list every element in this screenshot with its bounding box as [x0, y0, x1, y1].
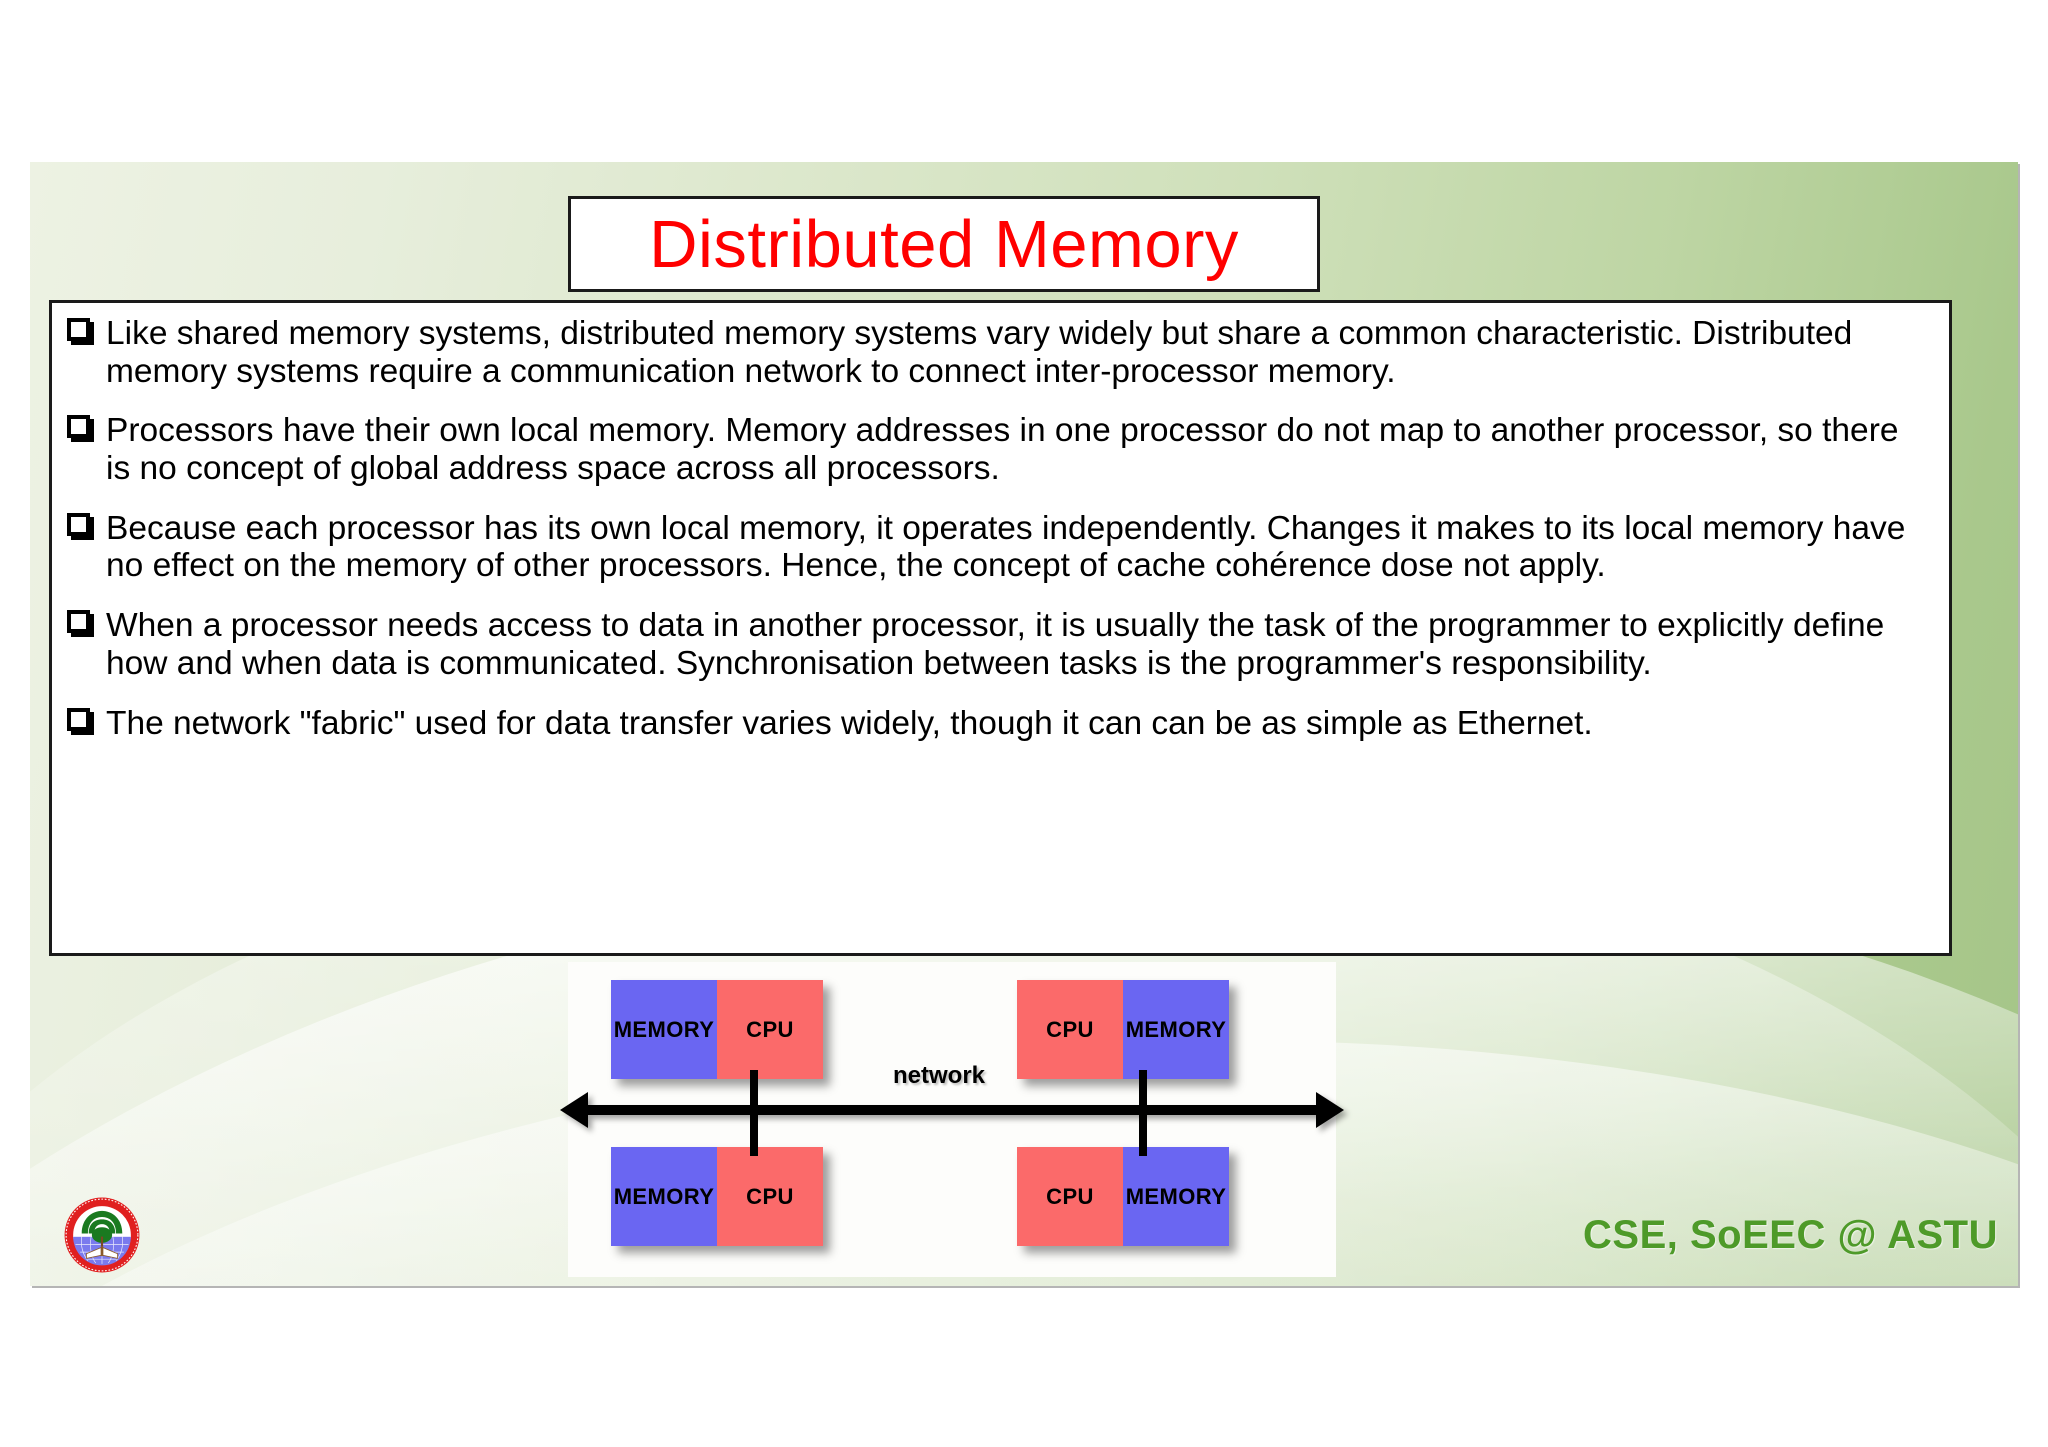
memory-block: MEMORY [611, 1147, 717, 1246]
list-item: The network "fabric" used for data trans… [62, 705, 1931, 743]
cpu-block: CPU [1017, 1147, 1123, 1246]
page-title: Distributed Memory [649, 206, 1239, 282]
list-item-text: Processors have their own local memory. … [106, 412, 1899, 488]
hollow-square-bullet-icon [67, 415, 90, 439]
list-item-text: The network "fabric" used for data trans… [106, 704, 1593, 742]
list-item-text: Like shared memory systems, distributed … [106, 315, 1853, 390]
list-item-text: When a processor needs access to data in… [106, 607, 1885, 682]
list-item: Because each processor has its own local… [62, 510, 1931, 585]
footer-department-label: CSE, SoEEC @ ASTU [1583, 1213, 1998, 1257]
list-item: When a processor needs access to data in… [62, 607, 1931, 682]
slide-content-box: Like shared memory systems, distributed … [49, 300, 1952, 956]
hollow-square-bullet-icon [67, 610, 90, 634]
list-item: Like shared memory systems, distributed … [62, 315, 1931, 390]
cpu-block: CPU [717, 1147, 823, 1246]
slide-title-box: Distributed Memory [568, 196, 1320, 292]
cpu-block: CPU [717, 980, 823, 1079]
hollow-square-bullet-icon [67, 707, 90, 731]
memory-block: MEMORY [611, 980, 717, 1079]
cpu-block: CPU [1017, 980, 1123, 1079]
node-top-right: CPU MEMORY [1017, 980, 1229, 1079]
bullet-list: Like shared memory systems, distributed … [62, 315, 1931, 742]
network-label: network [893, 1062, 986, 1089]
network-bus-double-arrow-icon [560, 1092, 1344, 1128]
node-top-left: MEMORY CPU [611, 980, 823, 1079]
memory-block: MEMORY [1123, 980, 1229, 1079]
list-item-text: Because each processor has its own local… [106, 509, 1906, 585]
node-bottom-left: MEMORY CPU [611, 1147, 823, 1246]
hollow-square-bullet-icon [67, 318, 90, 341]
astu-university-logo [63, 1196, 141, 1274]
hollow-square-bullet-icon [67, 512, 90, 536]
node-bottom-right: CPU MEMORY [1017, 1147, 1229, 1246]
memory-block: MEMORY [1123, 1147, 1229, 1246]
list-item: Processors have their own local memory. … [62, 412, 1931, 487]
diagram-canvas: MEMORY CPU CPU MEMORY MEMORY CPU CPU MEM… [560, 962, 1344, 1277]
distributed-memory-diagram: MEMORY CPU CPU MEMORY MEMORY CPU CPU MEM… [560, 962, 1344, 1277]
